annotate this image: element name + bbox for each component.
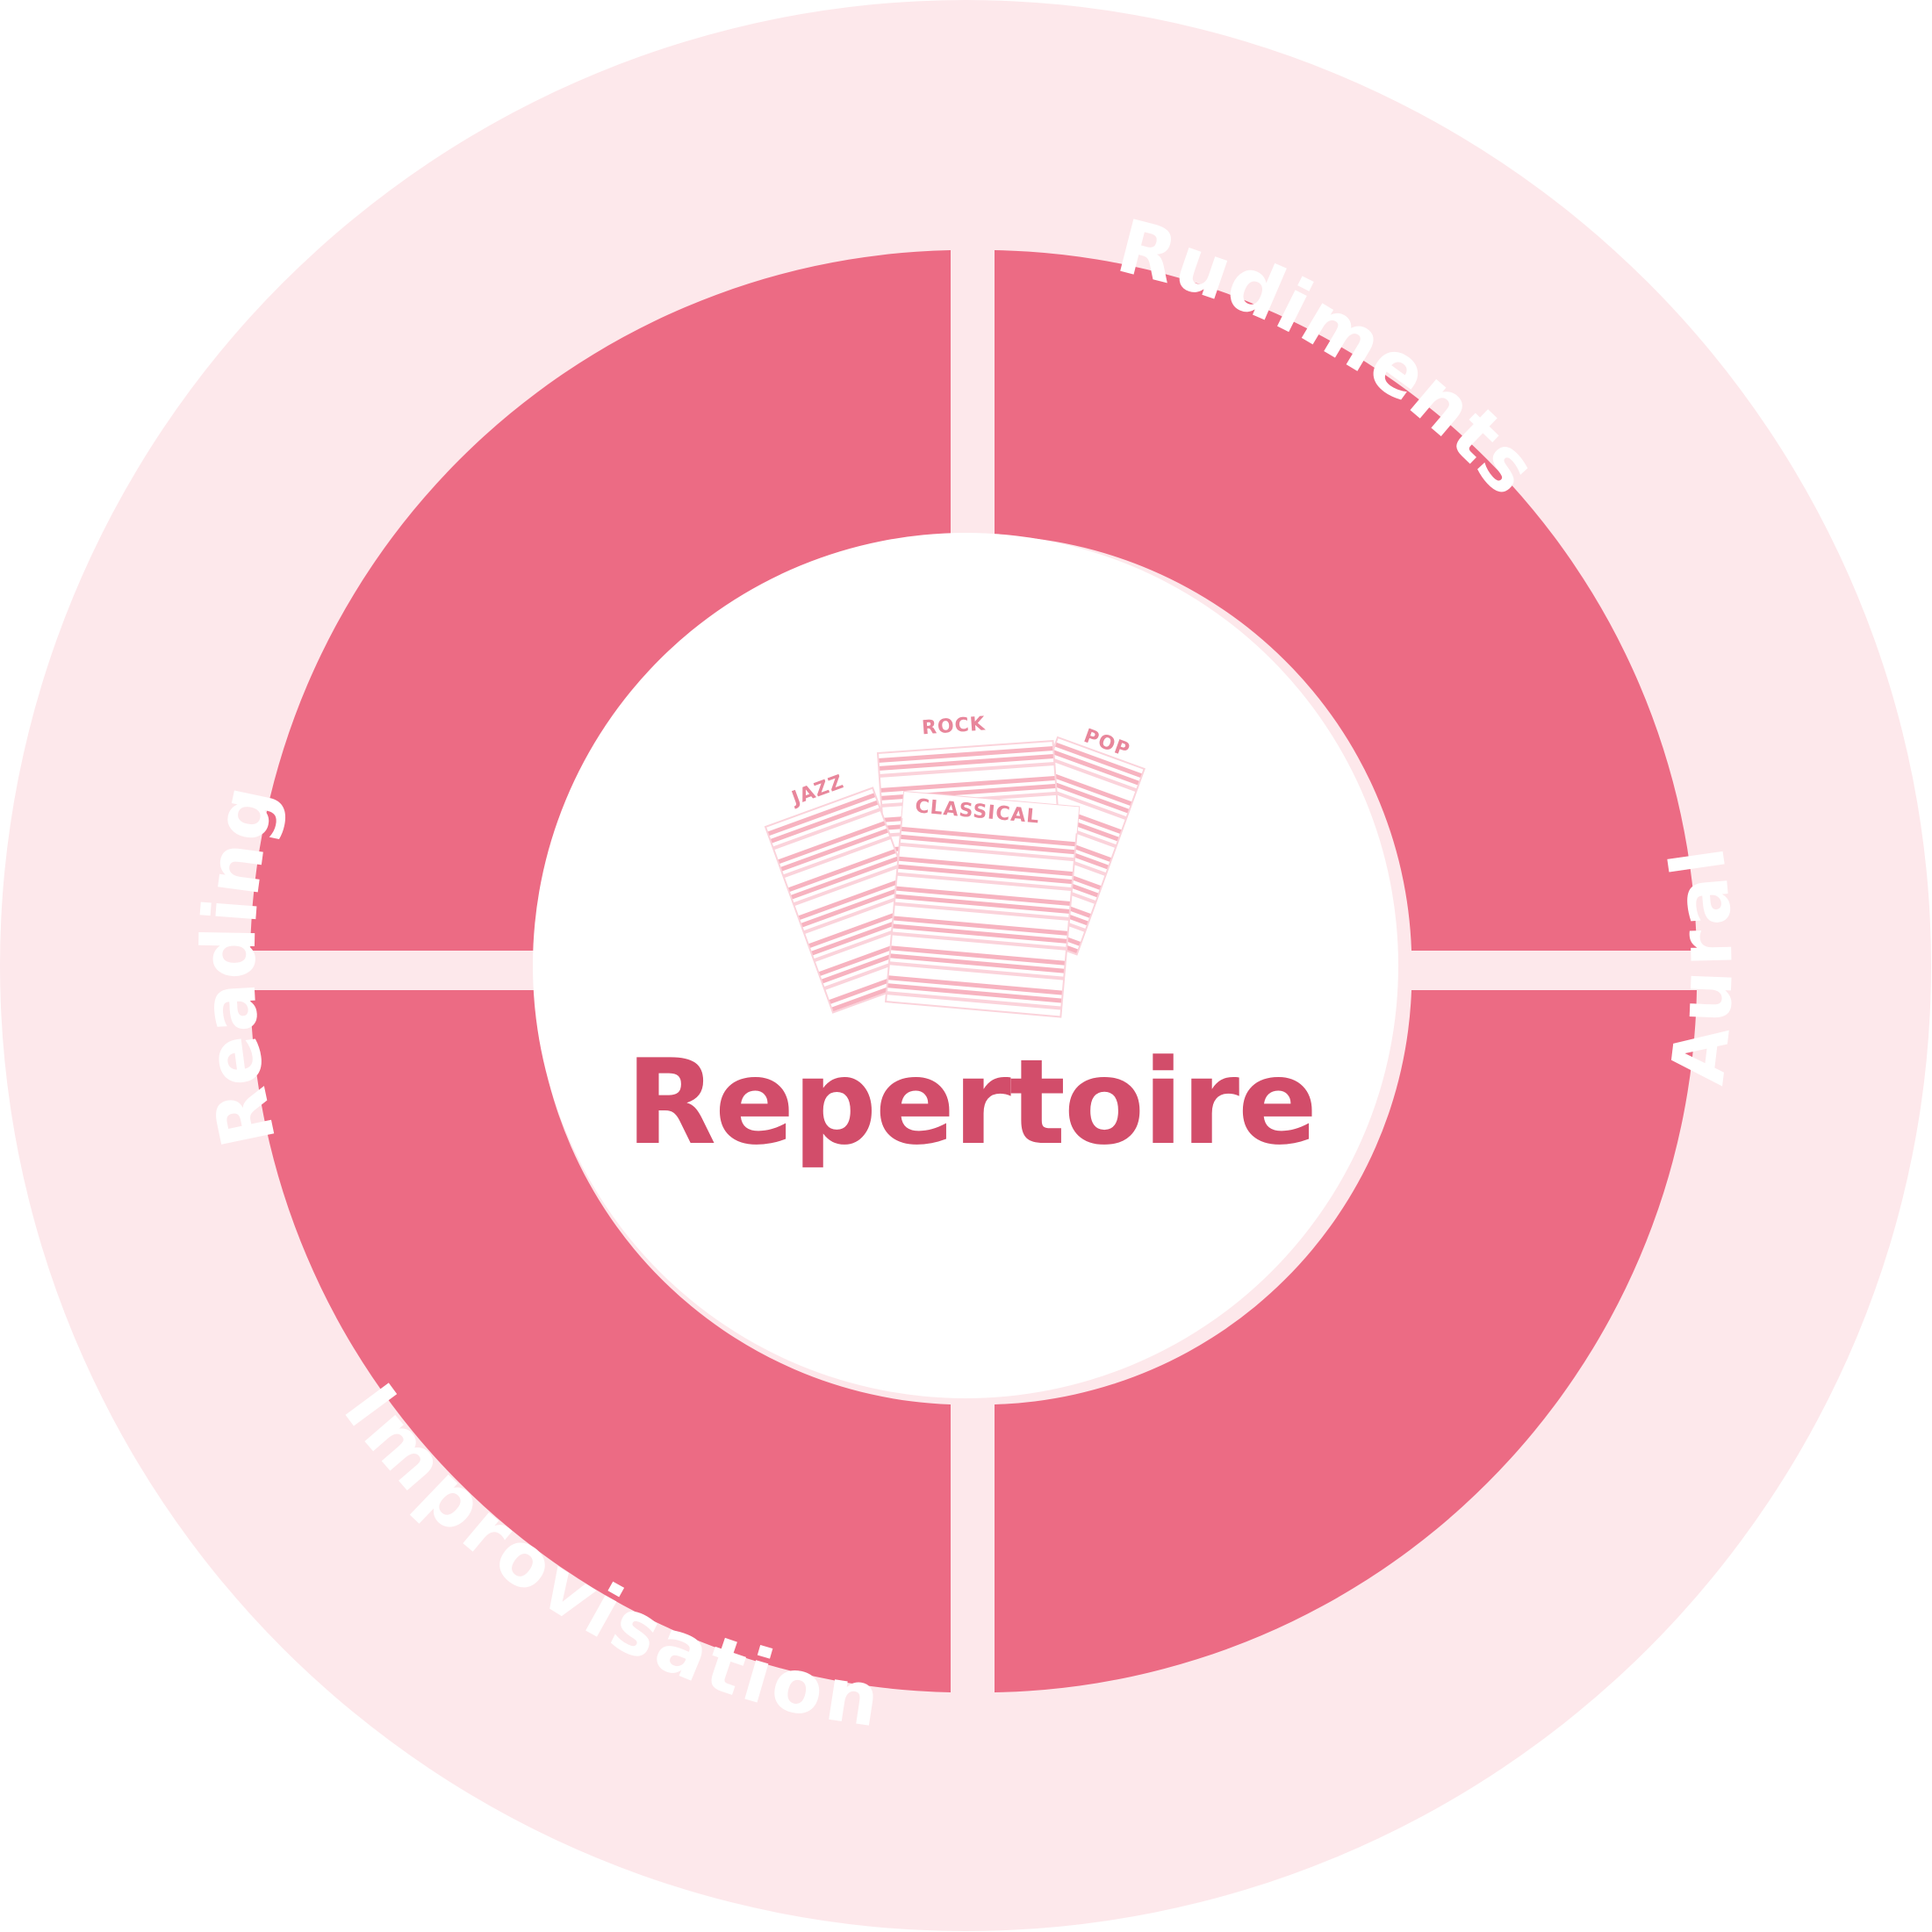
- segment-improvisation[interactable]: [250, 990, 951, 1692]
- sheet-label-rock: ROCK: [921, 713, 986, 739]
- center-title: Repertoire: [626, 1034, 1316, 1171]
- segment-label-aural: Aural: [1654, 841, 1749, 1088]
- segment-aural[interactable]: [995, 990, 1697, 1692]
- sheet-music-icon: POP ROCK JAZZ CLASSICAL: [764, 713, 1146, 1018]
- segment-reading[interactable]: [250, 250, 951, 951]
- segment-rudiments[interactable]: [995, 250, 1697, 951]
